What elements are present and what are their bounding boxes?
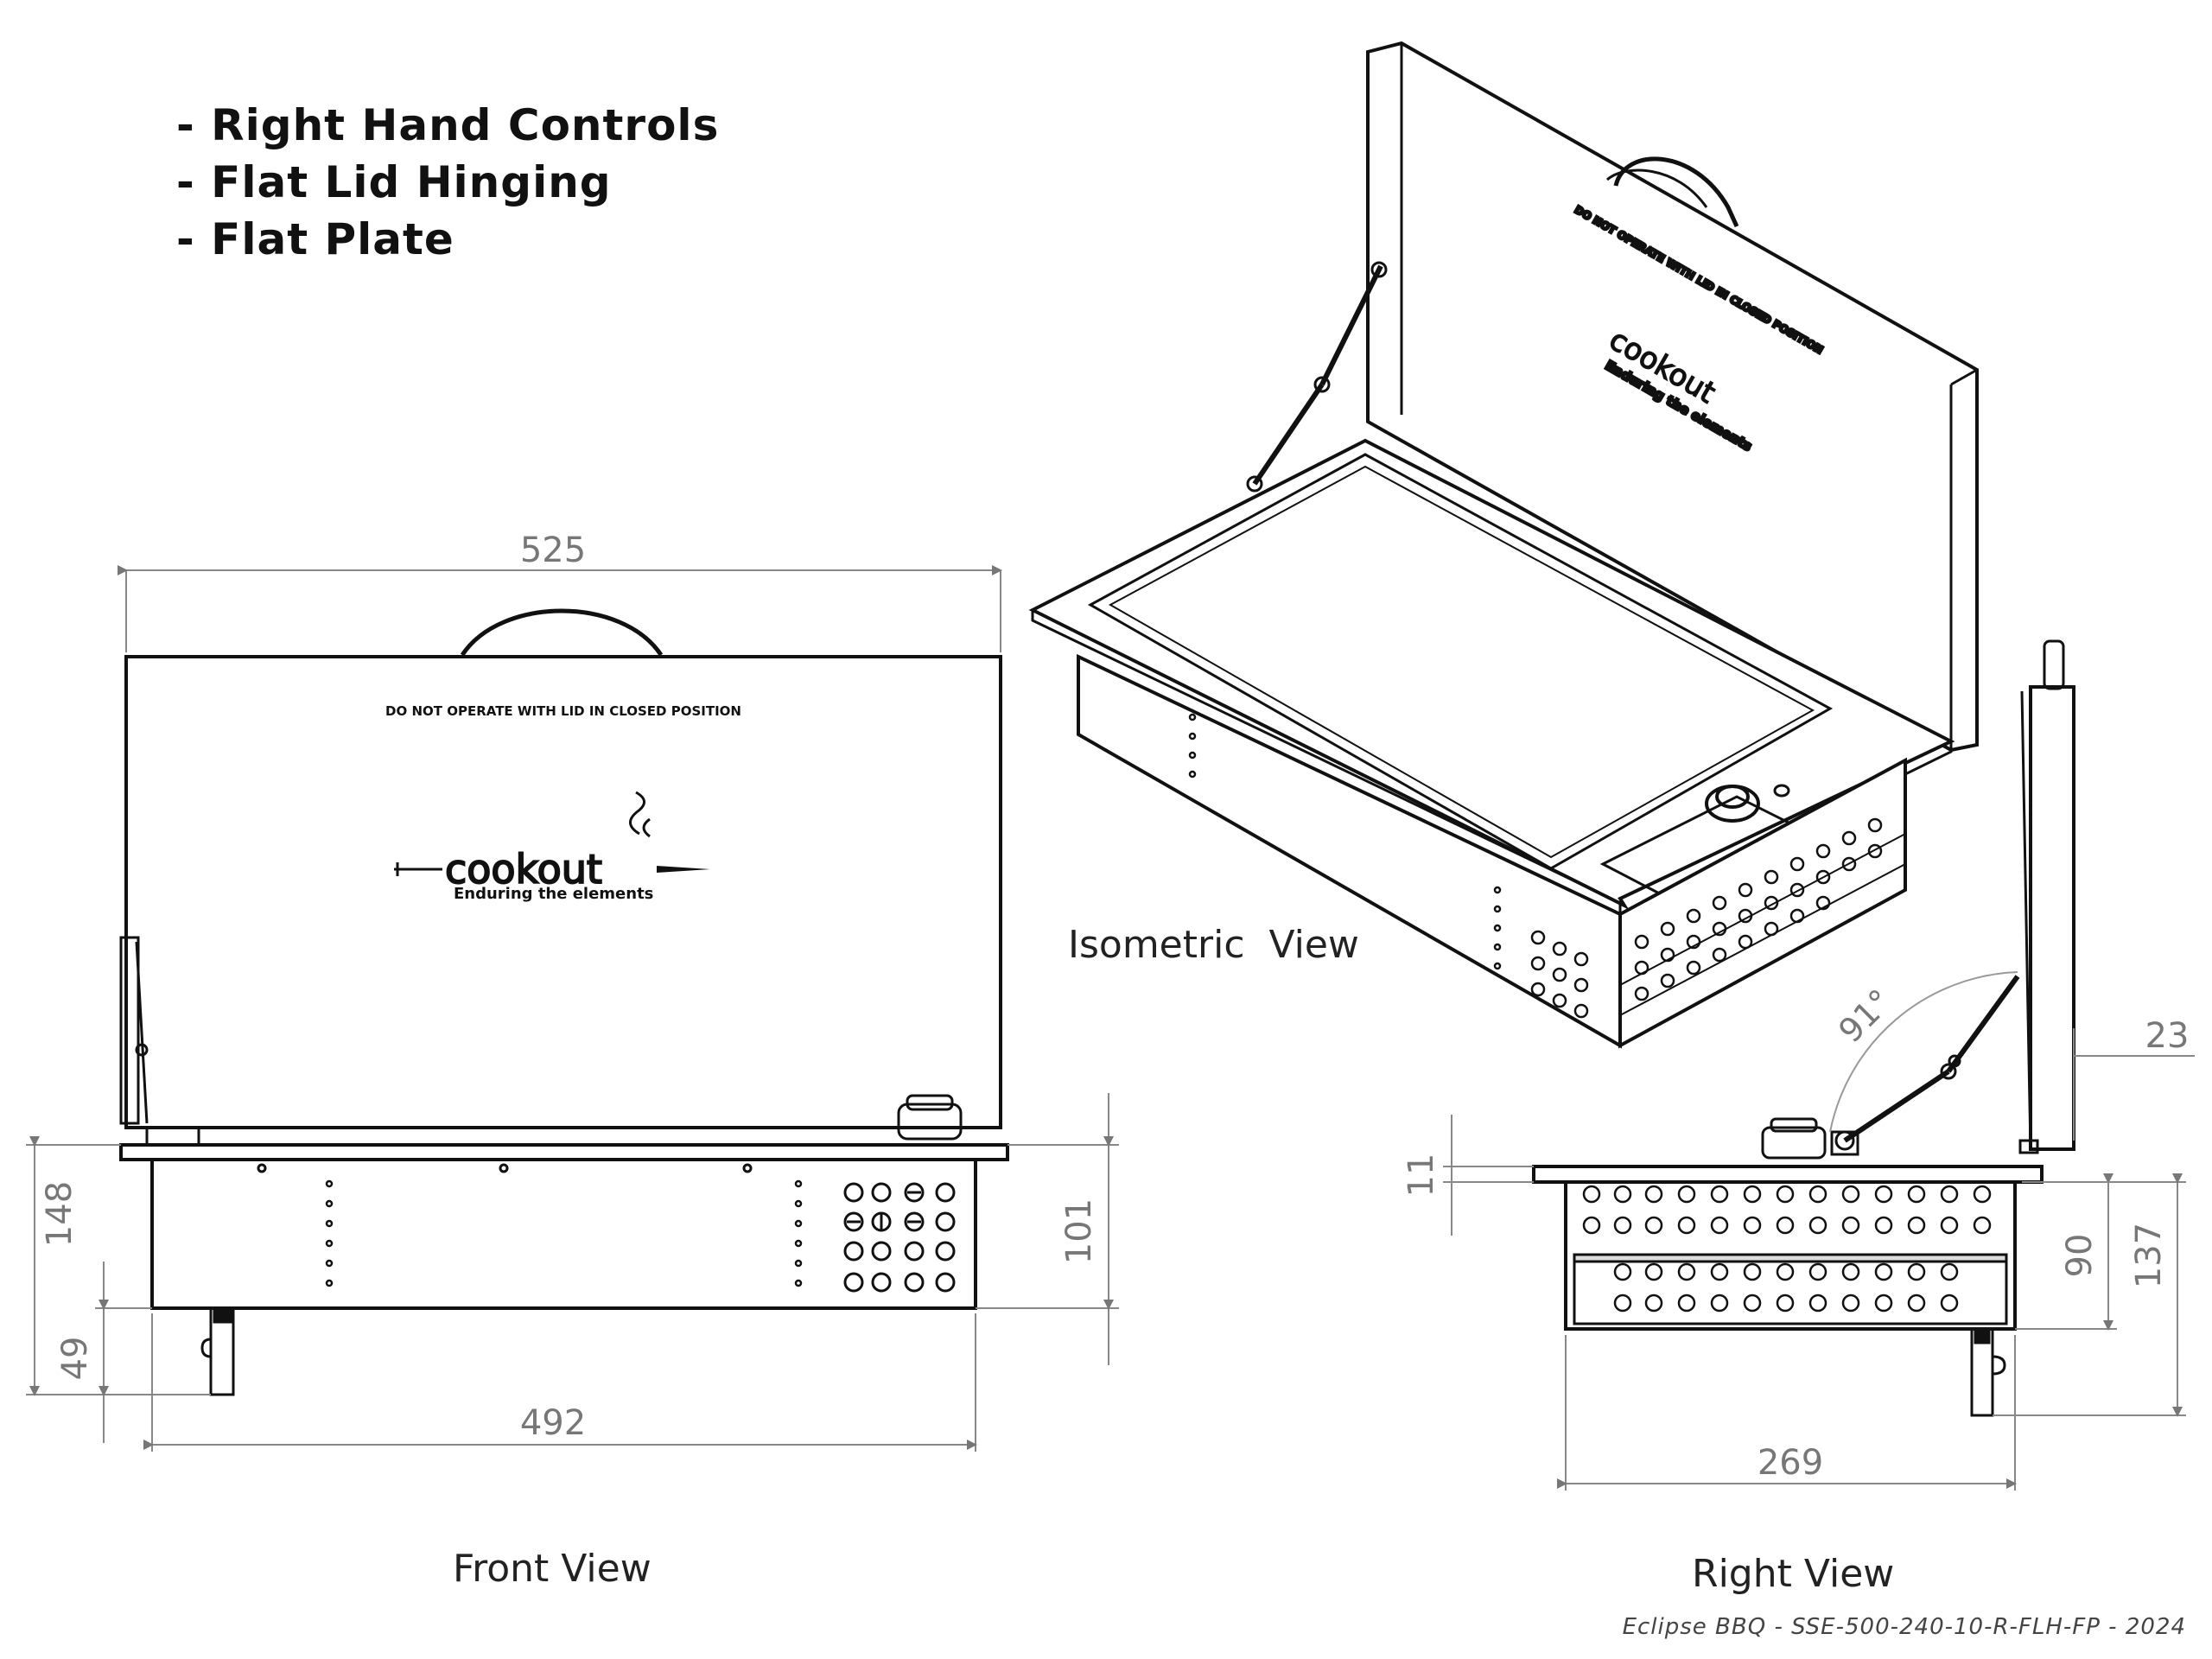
right-lip bbox=[1532, 1165, 2044, 1184]
right-view-dimensions bbox=[1443, 1028, 2195, 1491]
feature-item-plate: - Flat Plate bbox=[176, 214, 454, 264]
iso-cooking-plate bbox=[1087, 453, 1834, 870]
steam-icon bbox=[629, 791, 645, 836]
dim-right-lip: 11 bbox=[1402, 1154, 1441, 1198]
front-hinge bbox=[119, 936, 140, 1125]
front-view-label: Front View bbox=[453, 1547, 652, 1591]
front-knob bbox=[897, 1103, 963, 1141]
isometric-view-drawing: DO NOT OPERATE WITH LID IN CLOSED POSITI… bbox=[1028, 41, 1979, 1049]
right-view-drawing bbox=[1532, 639, 2075, 1417]
feature-list: - Right Hand Controls - Flat Lid Hinging… bbox=[176, 97, 719, 268]
dim-front-width-bottom: 492 bbox=[520, 1403, 586, 1443]
feature-item-controls: - Right Hand Controls bbox=[176, 100, 720, 150]
dim-front-height-total: 148 bbox=[40, 1181, 79, 1247]
iso-vent-holes bbox=[1530, 817, 1883, 1019]
dim-right-angle: 91° bbox=[1831, 982, 1899, 1050]
front-view-dimensions bbox=[26, 565, 1119, 1452]
front-brand-wordmark: cookout bbox=[445, 846, 602, 893]
right-vent-holes bbox=[1582, 1185, 1992, 1313]
dim-right-height-total: 137 bbox=[2129, 1223, 2169, 1288]
front-lid-logo: DO NOT OPERATE WITH LID IN CLOSED POSITI… bbox=[385, 703, 741, 903]
front-lid-panel bbox=[124, 655, 1002, 1129]
right-lid bbox=[2029, 685, 2075, 1151]
front-lid-warning: DO NOT OPERATE WITH LID IN CLOSED POSITI… bbox=[385, 703, 741, 719]
dim-front-leg: 49 bbox=[55, 1337, 95, 1381]
dim-front-height-body: 101 bbox=[1059, 1198, 1099, 1264]
dim-front-width-top: 525 bbox=[520, 531, 586, 570]
front-body bbox=[150, 1158, 977, 1310]
drawing-footer: Eclipse BBQ - SSE-500-240-10-R-FLH-FP - … bbox=[1622, 1614, 2186, 1640]
isometric-view-label: Isometric View bbox=[1068, 923, 1359, 967]
feature-item-hinging: - Flat Lid Hinging bbox=[176, 157, 612, 207]
front-lid-handle bbox=[460, 608, 664, 657]
dim-right-height-body: 90 bbox=[2060, 1234, 2100, 1278]
dim-right-depth: 269 bbox=[1758, 1443, 1823, 1483]
dim-right-lid-offset: 23 bbox=[2145, 1016, 2190, 1056]
front-brand-tagline: Enduring the elements bbox=[454, 885, 653, 903]
front-lip bbox=[119, 1143, 1009, 1161]
front-view-drawing bbox=[119, 608, 1009, 1396]
right-view-label: Right View bbox=[1692, 1552, 1895, 1596]
